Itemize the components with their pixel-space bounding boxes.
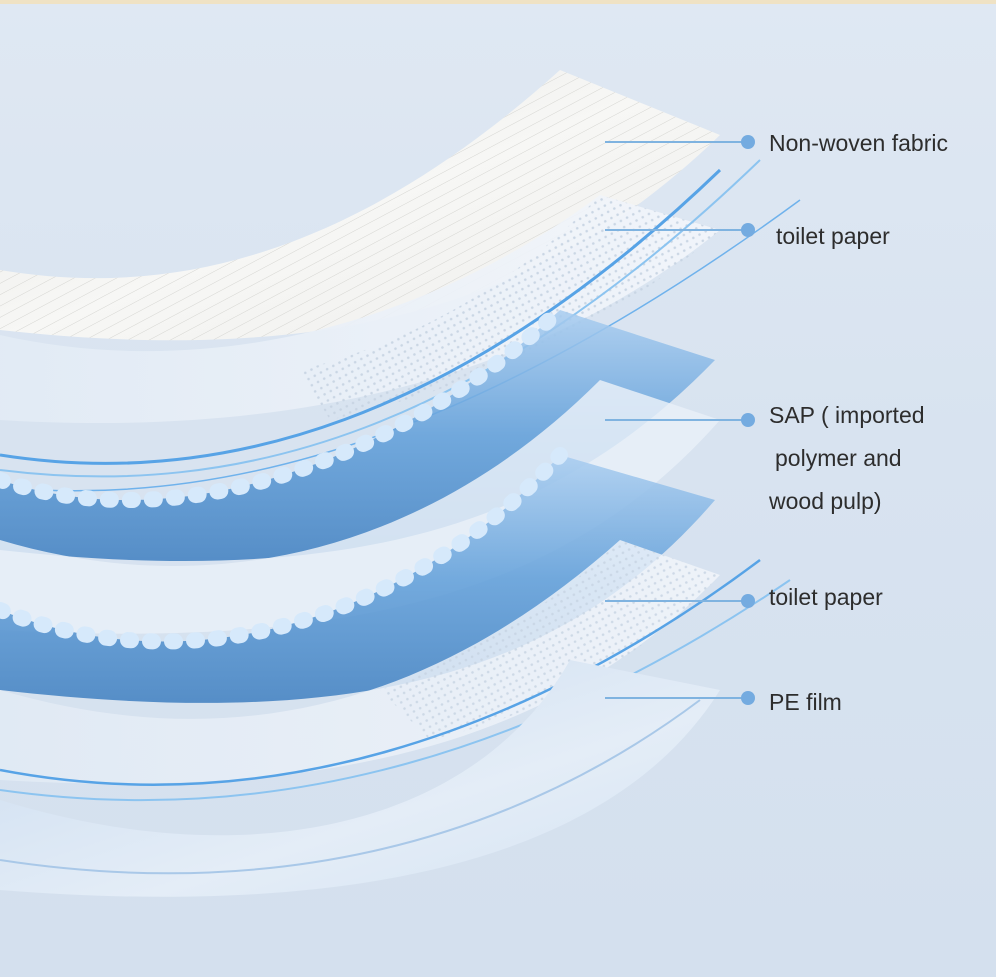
label-sap: SAP ( imported polymer and wood pulp) (769, 394, 925, 523)
wood-pulp-layer (0, 380, 720, 634)
label-toilet-paper-bottom: toilet paper (769, 584, 883, 610)
label-sap-line1: SAP ( imported (769, 402, 925, 428)
leader-line-toilet-paper-bottom (605, 600, 745, 602)
label-sap-line3: wood pulp) (769, 488, 882, 514)
toilet-paper-bottom-layer (0, 540, 720, 784)
marker-dot-toilet-paper-top (741, 223, 755, 237)
leader-line-sap (605, 419, 745, 421)
sap-lower-layer (0, 455, 715, 703)
marker-dot-toilet-paper-bottom (741, 594, 755, 608)
label-non-woven-fabric: Non-woven fabric (769, 130, 948, 156)
label-sap-line2: polymer and (775, 445, 902, 471)
leader-line-non-woven (605, 141, 745, 143)
pe-film-layer (0, 660, 720, 897)
leader-line-pe-film (605, 697, 745, 699)
label-toilet-paper-top: toilet paper (776, 223, 890, 249)
leader-line-toilet-paper-top (605, 229, 745, 231)
label-pe-film: PE film (769, 689, 842, 715)
marker-dot-pe-film (741, 691, 755, 705)
marker-dot-non-woven (741, 135, 755, 149)
marker-dot-sap (741, 413, 755, 427)
